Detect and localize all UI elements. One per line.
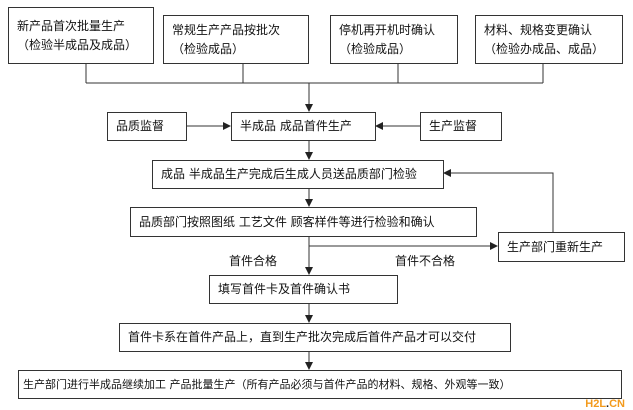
fill-card-label: 填写首件卡及首件确认书	[218, 282, 351, 296]
reproduce-label: 生产部门重新生产	[507, 239, 604, 254]
trigger-line1: 停机再开机时确认	[339, 22, 436, 37]
trigger-line2: （检验成品）	[339, 41, 412, 56]
send-inspection-label: 成品 半成品生产完成后生成人员送品质部门检验	[161, 167, 417, 181]
quality-supervision-label: 品质监督	[116, 119, 165, 133]
watermark-logo: H2L.CN	[585, 398, 625, 410]
trigger-line1: 常规生产产品按批次	[172, 22, 281, 37]
fail-label: 首件不合格	[395, 254, 456, 268]
send-inspection-box: 成品 半成品生产完成后生成人员送品质部门检验	[152, 160, 444, 189]
trigger-line2: （检验办成品、成品）	[484, 41, 605, 56]
trigger-new-product: 新产品首次批量生产 （检验半成品及成品）	[8, 7, 154, 64]
trigger-material-change: 材料、规格变更确认 （检验办成品、成品）	[475, 15, 623, 64]
trigger-restart: 停机再开机时确认 （检验成品）	[330, 15, 458, 64]
production-supervision-label: 生产监督	[429, 119, 478, 133]
first-piece-production-box: 半成品 成品首件生产	[231, 112, 376, 141]
attach-card-label: 首件卡系在首件产品上，直到生产批次完成后首件产品才可以交付	[128, 330, 477, 344]
trigger-regular-batch: 常规生产产品按批次 （检验成品）	[163, 15, 309, 64]
arrow-rework-loop	[443, 169, 554, 232]
quality-supervision-box: 品质监督	[107, 112, 187, 141]
pass-label: 首件合格	[229, 254, 278, 268]
trigger-line2: （检验半成品及成品）	[17, 37, 138, 52]
trigger-line2: （检验成品）	[172, 41, 245, 56]
mass-production-box: 生产部门进行半成品继续加工 产品批量生产（所有产品必须与首件产品的材料、规格、外…	[18, 370, 622, 399]
mass-production-label: 生产部门进行半成品继续加工 产品批量生产（所有产品必须与首件产品的材料、规格、外…	[23, 378, 511, 391]
attach-card-box: 首件卡系在首件产品上，直到生产批次完成后首件产品才可以交付	[119, 323, 511, 352]
inspect-confirm-box: 品质部门按照图纸 工艺文件 顾客样件等进行检验和确认	[130, 207, 477, 237]
fill-card-box: 填写首件卡及首件确认书	[209, 275, 398, 304]
trigger-line1: 材料、规格变更确认	[484, 22, 593, 37]
first-piece-production-label: 半成品 成品首件生产	[240, 119, 352, 133]
production-supervision-box: 生产监督	[420, 112, 502, 141]
reproduce-box: 生产部门重新生产	[498, 232, 625, 262]
inspect-confirm-label: 品质部门按照图纸 工艺文件 顾客样件等进行检验和确认	[139, 214, 435, 229]
trigger-line1: 新产品首次批量生产	[17, 18, 126, 33]
